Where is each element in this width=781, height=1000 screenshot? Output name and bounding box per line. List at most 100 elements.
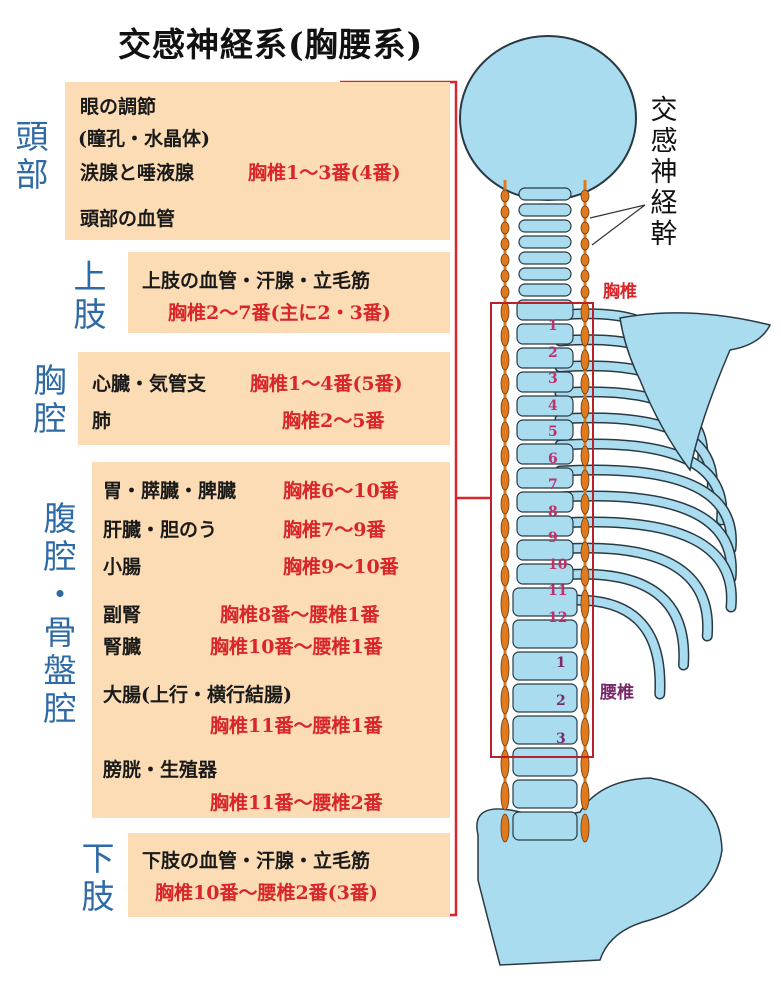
ganglion xyxy=(580,445,590,467)
thoracic-vertebra-number: 9 xyxy=(548,530,558,546)
ganglion xyxy=(580,685,590,715)
vertebra xyxy=(518,187,572,201)
ganglion xyxy=(580,589,590,619)
ganglion xyxy=(580,565,590,587)
ganglion xyxy=(500,541,510,563)
thoracic-vertebra-number: 7 xyxy=(548,477,558,493)
ganglion xyxy=(580,221,590,235)
ganglion xyxy=(500,445,510,467)
ganglion xyxy=(580,749,590,779)
ribs xyxy=(554,308,737,700)
ganglion xyxy=(500,285,510,299)
rib xyxy=(556,518,736,611)
thoracic-vertebra-number: 8 xyxy=(548,503,558,520)
ganglion xyxy=(500,237,510,251)
organ: 胃・膵臓・脾臓 xyxy=(103,480,237,502)
ganglion xyxy=(500,373,510,395)
vertebra-range: 胸椎8番～腰椎1番 xyxy=(220,604,380,626)
vertebra xyxy=(518,203,572,217)
vertebra xyxy=(516,491,574,513)
side-label-upper-limb: 上肢 xyxy=(73,257,107,334)
organ: 大腸(上行・横行結腸) xyxy=(103,684,292,706)
organ: (瞳孔・水晶体) xyxy=(78,128,210,150)
vertebra xyxy=(516,371,574,393)
ganglion xyxy=(580,189,590,203)
ganglion xyxy=(500,253,510,267)
rib xyxy=(556,492,736,582)
vertebra xyxy=(512,747,578,777)
vertebra xyxy=(512,619,578,649)
lumbar-vertebra-number: 3 xyxy=(556,731,566,747)
thoracic-highlight-box xyxy=(490,302,594,758)
ganglion xyxy=(580,253,590,267)
vertebra-range: 胸椎2～5番 xyxy=(282,410,385,432)
thoracic-vertebra-number: 12 xyxy=(548,609,568,626)
ganglion xyxy=(580,397,590,419)
vertebra-range: 胸椎10番～腰椎1番 xyxy=(210,636,383,658)
side-label-head: 頭部 xyxy=(15,117,49,194)
ganglion xyxy=(580,349,590,371)
vertebra xyxy=(516,443,574,465)
ganglion xyxy=(580,781,590,811)
vertebra xyxy=(518,267,572,281)
ganglion xyxy=(580,493,590,515)
organ: 肝臓・胆のう xyxy=(103,519,218,541)
vertebra xyxy=(516,395,574,417)
organ: 頭部の血管 xyxy=(80,208,176,230)
vertebra xyxy=(512,587,578,617)
vertebra xyxy=(516,419,574,441)
vertebra-range: 胸椎7～9番 xyxy=(283,519,386,541)
upper-limb-box xyxy=(128,252,450,333)
vertebra xyxy=(516,563,574,585)
chest-box xyxy=(78,352,450,445)
vertebra xyxy=(516,515,574,537)
vertebra xyxy=(516,539,574,561)
vertebra xyxy=(512,779,578,809)
ganglion xyxy=(580,301,590,323)
abdomen-box xyxy=(92,462,450,818)
ganglion xyxy=(580,325,590,347)
vertebra xyxy=(512,683,578,713)
ganglion xyxy=(580,237,590,251)
scapula xyxy=(619,312,772,472)
thoracic-vertebra-number: 1 xyxy=(548,318,558,334)
organ: 腎臓 xyxy=(103,636,142,658)
organ: 小腸 xyxy=(103,556,142,578)
organ: 上肢の血管・汗腺・立毛筋 xyxy=(142,270,371,292)
ganglion xyxy=(500,269,510,283)
thoracic-vertebra-number: 5 xyxy=(548,424,558,440)
ganglion xyxy=(580,813,590,843)
ganglion xyxy=(500,421,510,443)
ganglion xyxy=(500,685,510,715)
ganglion xyxy=(580,205,590,219)
vertebra xyxy=(516,323,574,345)
rib xyxy=(556,544,712,640)
thoracic-vertebra-number: 2 xyxy=(548,344,558,361)
ganglion xyxy=(500,813,510,843)
side-label-abdomen: 腹腔・骨盤腔 xyxy=(43,499,77,728)
rib xyxy=(556,466,736,553)
vertebra xyxy=(518,283,572,297)
thoracic-vertebra-number: 11 xyxy=(548,583,568,599)
lumbar-vertebra-number: 1 xyxy=(556,655,566,671)
ganglion xyxy=(500,469,510,491)
ganglion xyxy=(500,205,510,219)
organ: 肺 xyxy=(92,410,112,432)
ganglion xyxy=(580,373,590,395)
ganglion xyxy=(500,493,510,515)
lumbar-vertebra-number: 2 xyxy=(556,693,566,709)
ganglion xyxy=(500,349,510,371)
thoracic-vertebra-number: 10 xyxy=(548,556,568,573)
vertebra-range: 胸椎9～10番 xyxy=(283,556,399,578)
ganglion xyxy=(500,565,510,587)
ganglion xyxy=(500,397,510,419)
organ: 膀胱・生殖器 xyxy=(103,759,218,781)
rib xyxy=(554,568,690,671)
ganglion xyxy=(500,653,510,683)
organ: 涙腺と唾液腺 xyxy=(80,162,195,184)
vertebra-range: 胸椎11番～腰椎2番 xyxy=(210,792,383,814)
ganglion xyxy=(580,717,590,747)
vertebra-range: 胸椎2～7番(主に2・3番) xyxy=(168,302,391,324)
